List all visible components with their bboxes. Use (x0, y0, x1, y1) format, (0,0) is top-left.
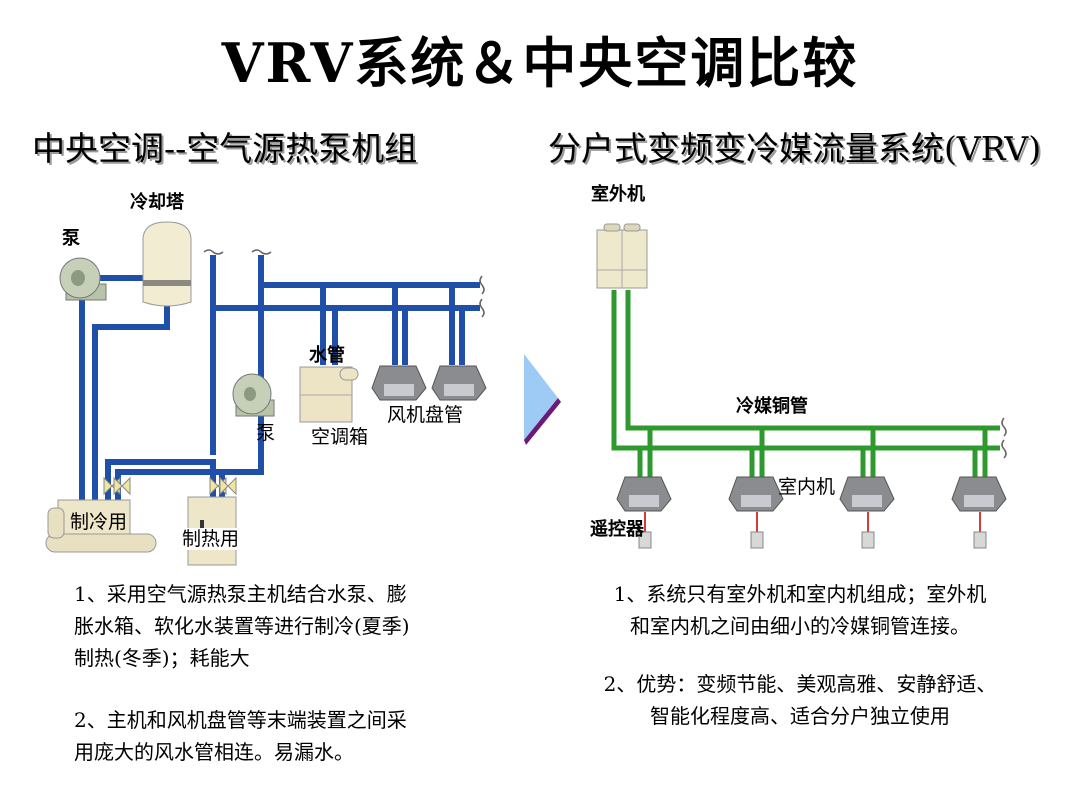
remote-controller-icon (638, 512, 652, 549)
label-ahu: 空调箱 (311, 426, 369, 448)
indoor-unit-icon (839, 476, 895, 512)
fan-coil-icon (431, 365, 487, 401)
pipe-break-marks (1001, 417, 1007, 459)
outdoor-unit-icon (596, 223, 648, 289)
indoor-unit-icon (951, 476, 1007, 512)
label-water-pipe: 水管 (309, 345, 345, 366)
pump-icon (232, 373, 275, 417)
left-point-2-line-1: 2、主机和风机盘管等末端装置之间采 (74, 708, 407, 732)
left-description: 1、采用空气源热泵主机结合水泵、膨 胀水箱、软化水装置等进行制冷(夏季) 制热(… (74, 578, 514, 768)
label-outdoor-unit: 室外机 (591, 184, 645, 205)
valves (103, 476, 237, 496)
label-indoor-unit: 室内机 (778, 476, 836, 498)
label-pump-mid: 泵 (256, 422, 276, 444)
label-remote: 遥控器 (590, 519, 644, 540)
label-heater: 制热用 (182, 528, 240, 550)
right-heading: 分户式变频变冷媒流量系统(VRV) (548, 129, 1042, 168)
refrigerant-pipes (611, 290, 1000, 478)
label-refrigerant-pipe: 冷媒铜管 (736, 396, 808, 417)
right-point-1-line-2: 和室内机之间由细小的冷媒铜管连接。 (630, 614, 970, 638)
indoor-unit-icon (616, 476, 672, 512)
fan-coil-icon (371, 365, 427, 401)
left-point-1-line-3: 制热(冬季)；耗能大 (74, 646, 250, 670)
left-heading: 中央空调--空气源热泵机组 (32, 129, 418, 168)
remote-controller-icon (861, 512, 875, 549)
indoor-unit-icon (728, 476, 784, 512)
cooling-tower-icon (142, 221, 192, 307)
label-fan-coil: 风机盘管 (387, 404, 464, 426)
left-point-1-line-1: 1、采用空气源热泵主机结合水泵、膨 (74, 582, 407, 606)
right-point-2-line-2: 智能化程度高、适合分户独立使用 (650, 704, 950, 728)
label-cooling-tower: 冷却塔 (130, 192, 184, 213)
right-point-1-line-1: 1、系统只有室外机和室内机组成；室外机 (613, 582, 987, 606)
air-handling-unit-icon (299, 366, 359, 423)
chiller-icon (45, 499, 157, 553)
arrow-right-icon (524, 354, 561, 445)
right-description: 1、系统只有室外机和室内机组成；室外机 和室内机之间由细小的冷媒铜管连接。 2、… (560, 578, 1040, 732)
left-point-1-line-2: 胀水箱、软化水装置等进行制冷(夏季) (74, 614, 410, 638)
right-point-2-line-1: 2、优势：变频节能、美观高雅、安静舒适、 (603, 672, 997, 696)
pipe-break-marks (203, 249, 485, 318)
page-title: VRV系统＆中央空调比较 (221, 31, 859, 95)
label-pump-top: 泵 (62, 228, 80, 249)
label-chiller: 制冷用 (70, 511, 128, 533)
left-point-2-line-2: 用庞大的风水管相连。易漏水。 (74, 740, 354, 764)
remote-controller-icon (973, 512, 987, 549)
remote-controller-icon (750, 512, 764, 549)
pump-icon (59, 257, 107, 301)
